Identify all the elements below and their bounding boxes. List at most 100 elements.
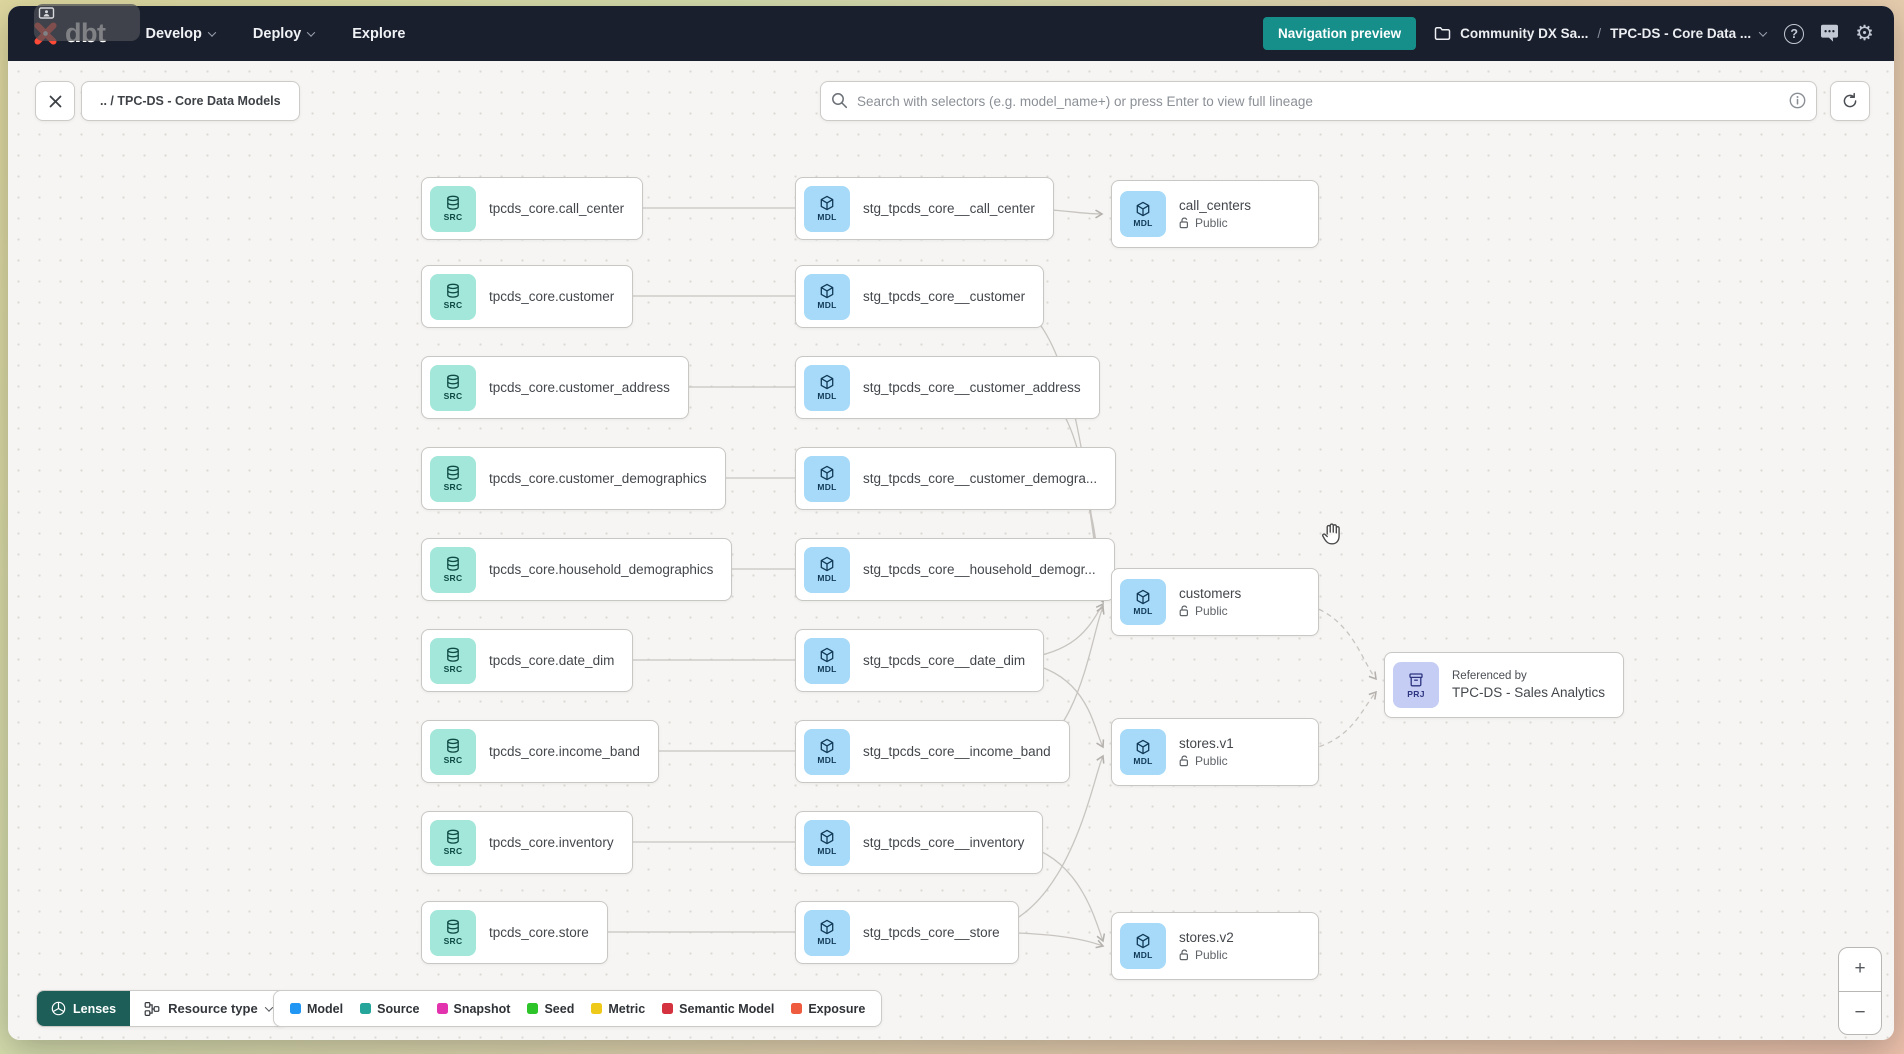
visibility-row: Public	[1179, 754, 1234, 768]
cube-icon	[1136, 933, 1150, 948]
model-node[interactable]: MDL stg_tpcds_core__date_dim	[795, 629, 1045, 692]
breadcrumb-separator: /	[1597, 26, 1602, 41]
close-lineage-button[interactable]	[35, 81, 75, 121]
model-badge: MDL	[804, 546, 850, 593]
cube-icon	[820, 556, 834, 572]
resource-type-label: Resource type	[168, 1001, 258, 1016]
zoom-out-button[interactable]: −	[1854, 1001, 1866, 1023]
model-badge: MDL	[804, 273, 850, 320]
model-node[interactable]: MDL stg_tpcds_core__store	[795, 901, 1019, 964]
source-node[interactable]: SRC tpcds_core.store	[421, 901, 608, 964]
archive-box-icon	[1409, 672, 1423, 686]
legend-label: Exposure	[808, 1001, 866, 1016]
chevron-down-icon	[307, 27, 316, 37]
visibility-label: Public	[1195, 216, 1228, 230]
nav-menu-item[interactable]: Explore	[352, 26, 405, 42]
project-reference-node[interactable]: PRJ Referenced by TPC-DS - Sales Analyti…	[1384, 652, 1625, 718]
legend-item: Snapshot	[436, 1001, 511, 1016]
cube-icon	[820, 283, 834, 299]
cube-icon	[1136, 589, 1150, 604]
nav-menu-label: Explore	[352, 25, 406, 42]
model-badge: MDL	[1120, 729, 1166, 775]
source-node[interactable]: SRC tpcds_core.income_band	[421, 720, 659, 783]
legend-item: Seed	[527, 1002, 574, 1016]
database-icon	[447, 647, 459, 662]
lock-open-icon	[1179, 949, 1188, 961]
legend-swatch	[290, 1003, 301, 1014]
model-badge: MDL	[804, 637, 850, 684]
cube-icon	[820, 647, 834, 663]
lenses-button[interactable]: Lenses	[37, 991, 131, 1026]
source-node[interactable]: SRC tpcds_core.inventory	[421, 811, 633, 874]
legend-swatch	[591, 1003, 603, 1014]
source-badge: SRC	[430, 455, 476, 502]
public-model-node[interactable]: MDL stores.v1 Public	[1111, 718, 1319, 786]
nav-menu-item[interactable]: Deploy	[253, 26, 316, 42]
model-badge: MDL	[1120, 191, 1166, 237]
database-icon	[447, 919, 459, 934]
model-node[interactable]: MDL stg_tpcds_core__customer_demogra...	[795, 447, 1117, 510]
node-label: stores.v1	[1179, 736, 1234, 751]
model-badge: MDL	[1120, 579, 1166, 625]
visibility-label: Public	[1195, 604, 1228, 618]
node-label: tpcds_core.customer_demographics	[489, 471, 707, 486]
cube-icon	[820, 374, 834, 390]
node-label: stg_tpcds_core__date_dim	[863, 653, 1026, 668]
referenced-by-label: Referenced by	[1452, 670, 1527, 682]
breadcrumb-page[interactable]: TPC-DS - Core Data ...	[1610, 26, 1752, 41]
model-node[interactable]: MDL stg_tpcds_core__call_center	[795, 177, 1054, 240]
search-icon	[832, 93, 848, 109]
nav-menu-item[interactable]: Develop	[145, 26, 217, 42]
lock-open-icon	[1179, 755, 1188, 767]
model-node[interactable]: MDL stg_tpcds_core__household_demogr...	[795, 538, 1115, 601]
info-icon[interactable]	[1789, 92, 1806, 109]
public-model-node[interactable]: MDL call_centers Public	[1111, 180, 1319, 248]
visibility-row: Public	[1179, 948, 1234, 962]
legend-label: Snapshot	[453, 1001, 511, 1016]
public-model-node[interactable]: MDL stores.v2 Public	[1111, 912, 1319, 980]
node-label: TPC-DS - Sales Analytics	[1452, 685, 1606, 700]
source-badge: SRC	[430, 185, 476, 232]
model-node[interactable]: MDL stg_tpcds_core__income_band	[795, 720, 1070, 783]
visibility-row: Public	[1179, 216, 1251, 230]
legend-swatch	[360, 1003, 372, 1014]
legend-swatch	[791, 1003, 803, 1014]
legend-item: Metric	[591, 1002, 645, 1016]
source-node[interactable]: SRC tpcds_core.call_center	[421, 177, 644, 240]
lock-open-icon	[1179, 605, 1188, 617]
cube-icon	[1136, 739, 1150, 754]
lineage-canvas[interactable]: .. / TPC-DS - Core Data Models	[8, 61, 1894, 1040]
model-node[interactable]: MDL stg_tpcds_core__customer_address	[795, 356, 1100, 419]
lineage-breadcrumb-chip[interactable]: .. / TPC-DS - Core Data Models	[81, 81, 300, 121]
breadcrumb-project[interactable]: Community DX Sa...	[1460, 26, 1589, 41]
source-badge: SRC	[430, 546, 476, 593]
model-node[interactable]: MDL stg_tpcds_core__customer	[795, 265, 1045, 328]
node-label: tpcds_core.inventory	[489, 835, 614, 850]
navigation-preview-button[interactable]: Navigation preview	[1263, 17, 1417, 50]
source-node[interactable]: SRC tpcds_core.customer	[421, 265, 634, 328]
legend-swatch	[527, 1003, 539, 1014]
node-label: stg_tpcds_core__inventory	[863, 835, 1025, 850]
feedback-icon[interactable]	[1819, 24, 1840, 43]
node-label: call_centers	[1179, 198, 1252, 213]
search-input[interactable]	[820, 81, 1817, 121]
database-icon	[447, 556, 459, 571]
breadcrumb[interactable]: Community DX Sa... / TPC-DS - Core Data …	[1434, 26, 1768, 41]
settings-gear-icon[interactable]: ⚙	[1855, 21, 1874, 45]
resource-type-button[interactable]: Resource type	[130, 991, 286, 1026]
model-node[interactable]: MDL stg_tpcds_core__inventory	[795, 811, 1044, 874]
refresh-lineage-button[interactable]	[1830, 81, 1870, 121]
chevron-down-icon[interactable]	[1758, 27, 1768, 37]
help-icon[interactable]: ?	[1784, 23, 1805, 44]
source-node[interactable]: SRC tpcds_core.date_dim	[421, 629, 634, 692]
zoom-in-button[interactable]: +	[1839, 948, 1881, 992]
cube-icon	[820, 919, 834, 935]
source-node[interactable]: SRC tpcds_core.household_demographics	[421, 538, 733, 601]
node-label: tpcds_core.date_dim	[489, 653, 615, 668]
chevron-down-icon	[264, 1002, 273, 1012]
source-node[interactable]: SRC tpcds_core.customer_demographics	[421, 447, 726, 510]
public-model-node[interactable]: MDL customers Public	[1111, 568, 1319, 636]
model-badge: MDL	[1120, 923, 1166, 969]
database-icon	[447, 195, 459, 210]
source-node[interactable]: SRC tpcds_core.customer_address	[421, 356, 689, 419]
